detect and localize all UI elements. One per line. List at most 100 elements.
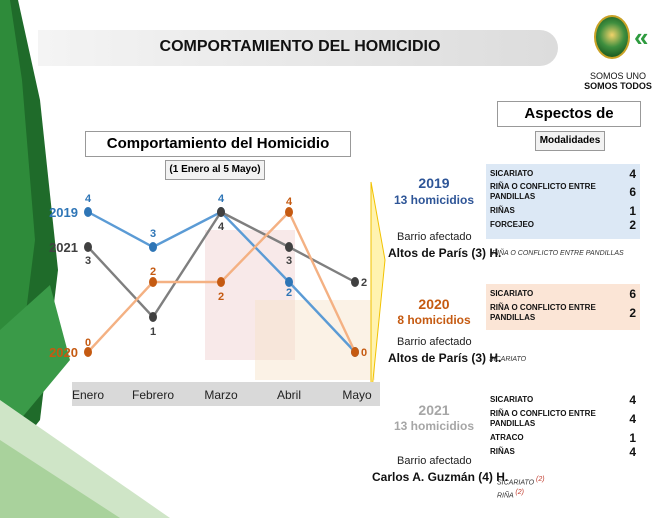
data-point-2020 xyxy=(285,207,293,217)
data-label-2019: 3 xyxy=(150,228,156,240)
data-point-2021 xyxy=(84,242,92,252)
year-2021-note-text: SICARIATO xyxy=(497,479,535,487)
modalidad-label: FORCEJEO xyxy=(490,220,535,229)
year-2020-label: 2020 xyxy=(418,296,450,312)
modalidad-row: SICARIATO 6 xyxy=(490,287,636,301)
chart-subtitle: (1 Enero al 5 Mayo) xyxy=(165,160,265,180)
modalidad-value: 6 xyxy=(629,185,636,199)
series-name-2020: 2020 xyxy=(49,345,78,360)
modalidad-label: RIÑAS xyxy=(490,206,515,215)
modalidades-2020: SICARIATO 6 RIÑA O CONFLICTO ENTRE PANDIL… xyxy=(486,284,640,330)
data-point-2019 xyxy=(285,277,293,287)
year-2020-homicidios: 8 homicidios xyxy=(397,313,471,327)
modalidad-value: 4 xyxy=(629,166,636,181)
data-label-2020: 4 xyxy=(286,196,293,208)
police-seal-icon xyxy=(594,15,630,59)
modalidad-row: RIÑAS 1 xyxy=(490,204,636,218)
x-tick-label: Enero xyxy=(72,388,104,402)
year-2021-barrio-label: Barrio afectado xyxy=(397,455,472,467)
year-2021-barrio: Carlos A. Guzmán (4) H. xyxy=(372,470,509,484)
modalidad-row: RIÑA O CONFLICTO ENTRE PANDILLAS 2 xyxy=(490,301,636,325)
modalidad-value: 2 xyxy=(629,218,636,232)
series-name-2021: 2021 xyxy=(49,240,78,255)
year-2020-barrio: Altos de París (3) H. xyxy=(388,351,502,365)
data-label-2021: 2 xyxy=(361,277,367,289)
modalidad-label: SICARIATO xyxy=(490,289,534,298)
year-2021-homicidios: 13 homicidios xyxy=(393,419,475,433)
x-tick-label: Abril xyxy=(277,388,301,402)
year-2021-note-sup: (2) xyxy=(536,476,545,483)
modalidad-row: SICARIATO 4 xyxy=(490,393,636,407)
data-label-2020: 0 xyxy=(85,337,91,349)
data-point-2019 xyxy=(84,207,92,217)
modalidad-value: 4 xyxy=(629,445,636,459)
slogan-line1: SOMOS UNO xyxy=(589,71,646,81)
data-point-2020 xyxy=(149,277,157,287)
year-2019-barrio: Altos de París (3) H. xyxy=(388,246,502,260)
data-point-2019 xyxy=(149,242,157,252)
modalidad-label: ATRACO xyxy=(490,433,524,442)
modalidad-value: 2 xyxy=(629,306,636,320)
modalidad-label: RIÑA O CONFLICTO ENTRE PANDILLAS xyxy=(490,182,596,201)
modalidad-row: FORCEJEO 2 xyxy=(490,218,636,232)
modalidad-row: ATRACO 1 xyxy=(490,431,636,445)
modalidad-value: 6 xyxy=(629,287,636,301)
title-bar xyxy=(38,30,558,66)
year-2021-note: SICARIATO (2) xyxy=(497,476,545,486)
year-2019-note: RIÑA O CONFLICTO ENTRE PANDILLAS xyxy=(492,250,624,257)
modalidad-value: 1 xyxy=(629,431,636,445)
data-label-2021: 3 xyxy=(286,255,292,267)
modalidad-value: 4 xyxy=(629,393,636,407)
page-title: COMPORTAMIENTO DEL HOMICIDIO xyxy=(159,38,441,55)
modalidad-value: 1 xyxy=(629,204,636,218)
data-point-2020 xyxy=(351,347,359,357)
data-point-2021 xyxy=(351,277,359,287)
double-chevron-left-icon: « xyxy=(634,22,649,52)
data-point-2020 xyxy=(217,277,225,287)
modalidades-2019: SICARIATO 4 RIÑA O CONFLICTO ENTRE PANDIL… xyxy=(486,164,640,239)
data-label-2021: 1 xyxy=(150,326,156,338)
data-point-2021 xyxy=(149,312,157,322)
data-label-2020: 0 xyxy=(361,347,367,359)
year-2019-homicidios: 13 homicidios xyxy=(393,193,475,207)
x-tick-label: Mayo xyxy=(342,388,372,402)
x-tick-label: Marzo xyxy=(204,388,238,402)
x-tick-label: Febrero xyxy=(132,388,174,402)
year-2021-label: 2021 xyxy=(418,402,450,418)
year-2020-note: SICARIATO xyxy=(489,356,527,363)
data-label-2019: 2 xyxy=(286,287,292,299)
series-name-2019: 2019 xyxy=(49,205,78,220)
modalidad-label: RIÑAS xyxy=(490,447,515,456)
year-2019-barrio-label: Barrio afectado xyxy=(397,231,472,243)
modalidad-row: SICARIATO 4 xyxy=(490,166,636,181)
chart-title: Comportamiento del Homicidio Urbano xyxy=(85,131,351,176)
modalidad-row: RIÑAS 4 xyxy=(490,445,636,459)
data-label-2020: 2 xyxy=(218,291,224,303)
data-point-2020 xyxy=(84,347,92,357)
year-2021-note2-sup: (2) xyxy=(515,489,524,496)
year-2019-label: 2019 xyxy=(418,175,450,191)
slogan-line2: SOMOS TODOS xyxy=(584,81,652,91)
modalidad-label: RIÑA O CONFLICTO ENTRE PANDILLAS xyxy=(490,303,596,322)
modalidad-label: RIÑA O CONFLICTO ENTRE PANDILLAS xyxy=(490,409,596,428)
data-label-2020: 2 xyxy=(150,266,156,278)
modalidad-label: SICARIATO xyxy=(490,168,534,178)
modalidad-row: RIÑA O CONFLICTO ENTRE PANDILLAS 4 xyxy=(490,407,636,431)
year-2020-barrio-label: Barrio afectado xyxy=(397,336,472,348)
modalidades-2021: SICARIATO 4 RIÑA O CONFLICTO ENTRE PANDIL… xyxy=(486,390,640,464)
data-label-2019: 4 xyxy=(218,193,225,205)
data-label-2019: 4 xyxy=(85,193,92,205)
year-2021-note2-text: RIÑA xyxy=(497,492,514,500)
x-axis-band xyxy=(72,382,380,406)
data-point-2021 xyxy=(285,242,293,252)
modalidad-value: 4 xyxy=(629,412,636,426)
data-point-2021 xyxy=(217,207,225,217)
modalidades-label: Modalidades xyxy=(535,131,605,151)
modalidad-row: RIÑA O CONFLICTO ENTRE PANDILLAS 6 xyxy=(490,180,636,204)
year-2021-note2: RIÑA (2) xyxy=(497,489,524,499)
modalidad-label: SICARIATO xyxy=(490,395,534,404)
data-label-2021: 3 xyxy=(85,255,91,267)
data-label-2021: 4 xyxy=(218,221,225,233)
